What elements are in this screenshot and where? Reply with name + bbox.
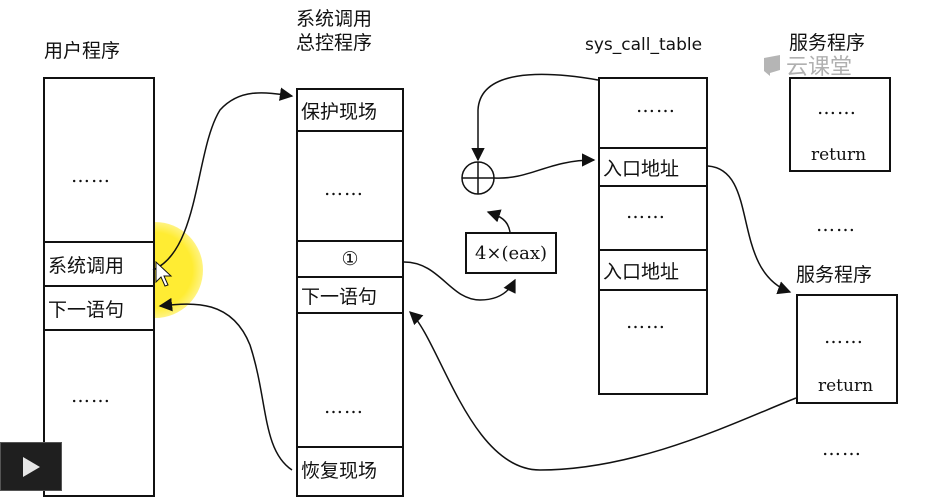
service-top-return: return: [811, 145, 867, 165]
offset-box: 4×(eax): [465, 232, 557, 274]
user-next-stmt-cell: 下一语句: [45, 285, 153, 329]
service-between-dots: ……: [816, 214, 856, 236]
play-icon: [23, 456, 40, 477]
table-dots-1: ……: [636, 95, 676, 117]
arrow-offset-to-adder: [486, 209, 511, 233]
syscall-ctrl-title-line1: 系统调用: [296, 8, 373, 30]
table-dots-3: ……: [626, 311, 666, 333]
ctrl-next-stmt-cell: 下一语句: [298, 276, 402, 312]
arrow-table-base-to-adder: [471, 73, 599, 162]
syscall-ctrl-title-line2: 总控程序: [296, 32, 373, 54]
table-divider-2: [600, 289, 706, 291]
ctrl-divider-1: [298, 130, 402, 132]
user-dots-bottom: ……: [71, 385, 111, 407]
table-entry-2: 入口地址: [600, 249, 706, 289]
service-mid-return: return: [818, 376, 874, 396]
arrow-syscall-to-ctrl: [152, 87, 294, 271]
arrow-entry-to-service: [707, 165, 792, 295]
circled-plus-icon: [461, 161, 495, 195]
sys-call-table-column: …… 入口地址 …… 入口地址 ……: [598, 77, 708, 395]
watermark-logo-icon: [764, 55, 780, 76]
user-divider: [45, 329, 153, 331]
ctrl-divider-2: [298, 312, 402, 314]
arrow-ctrl-to-user-return: [158, 297, 293, 471]
user-program-title: 用户程序: [44, 40, 121, 62]
save-context-cell: 保护现场: [301, 100, 378, 123]
table-dots-2: ……: [626, 201, 666, 223]
user-program-column: …… 系统调用 下一语句 ……: [43, 77, 155, 497]
service-mid-dots: ……: [824, 326, 864, 348]
ctrl-dots-top: ……: [324, 178, 364, 200]
watermark-text: 云课堂: [786, 55, 853, 80]
cursor-icon: [155, 260, 173, 287]
ctrl-marker-cell: ①: [298, 240, 402, 276]
user-syscall-cell: 系统调用: [45, 241, 153, 285]
syscall-ctrl-column: 保护现场 …… ① 下一语句 …… 恢复现场: [296, 88, 404, 497]
service-program-title-mid: 服务程序: [796, 264, 873, 286]
play-button[interactable]: [0, 442, 62, 491]
restore-context-cell: 恢复现场: [298, 446, 402, 490]
table-entry-1: 入口地址: [600, 147, 706, 185]
watermark: 云课堂: [760, 50, 880, 80]
arrow-marker-to-offset: [403, 261, 516, 301]
ctrl-dots-bottom: ……: [324, 396, 364, 418]
user-dots-top: ……: [71, 165, 111, 187]
service-program-title-top: 服务程序: [789, 32, 866, 54]
table-divider-1: [600, 185, 706, 187]
arrow-adder-to-entry: [493, 153, 596, 179]
bottom-dots: ……: [822, 438, 862, 460]
sys-call-table-title: sys_call_table: [585, 35, 703, 55]
service-top-dots: ……: [817, 97, 857, 119]
service-box-mid: …… return: [796, 294, 898, 404]
arrow-service-return-to-ctrl: [409, 311, 797, 471]
service-box-top: …… return: [789, 77, 891, 172]
